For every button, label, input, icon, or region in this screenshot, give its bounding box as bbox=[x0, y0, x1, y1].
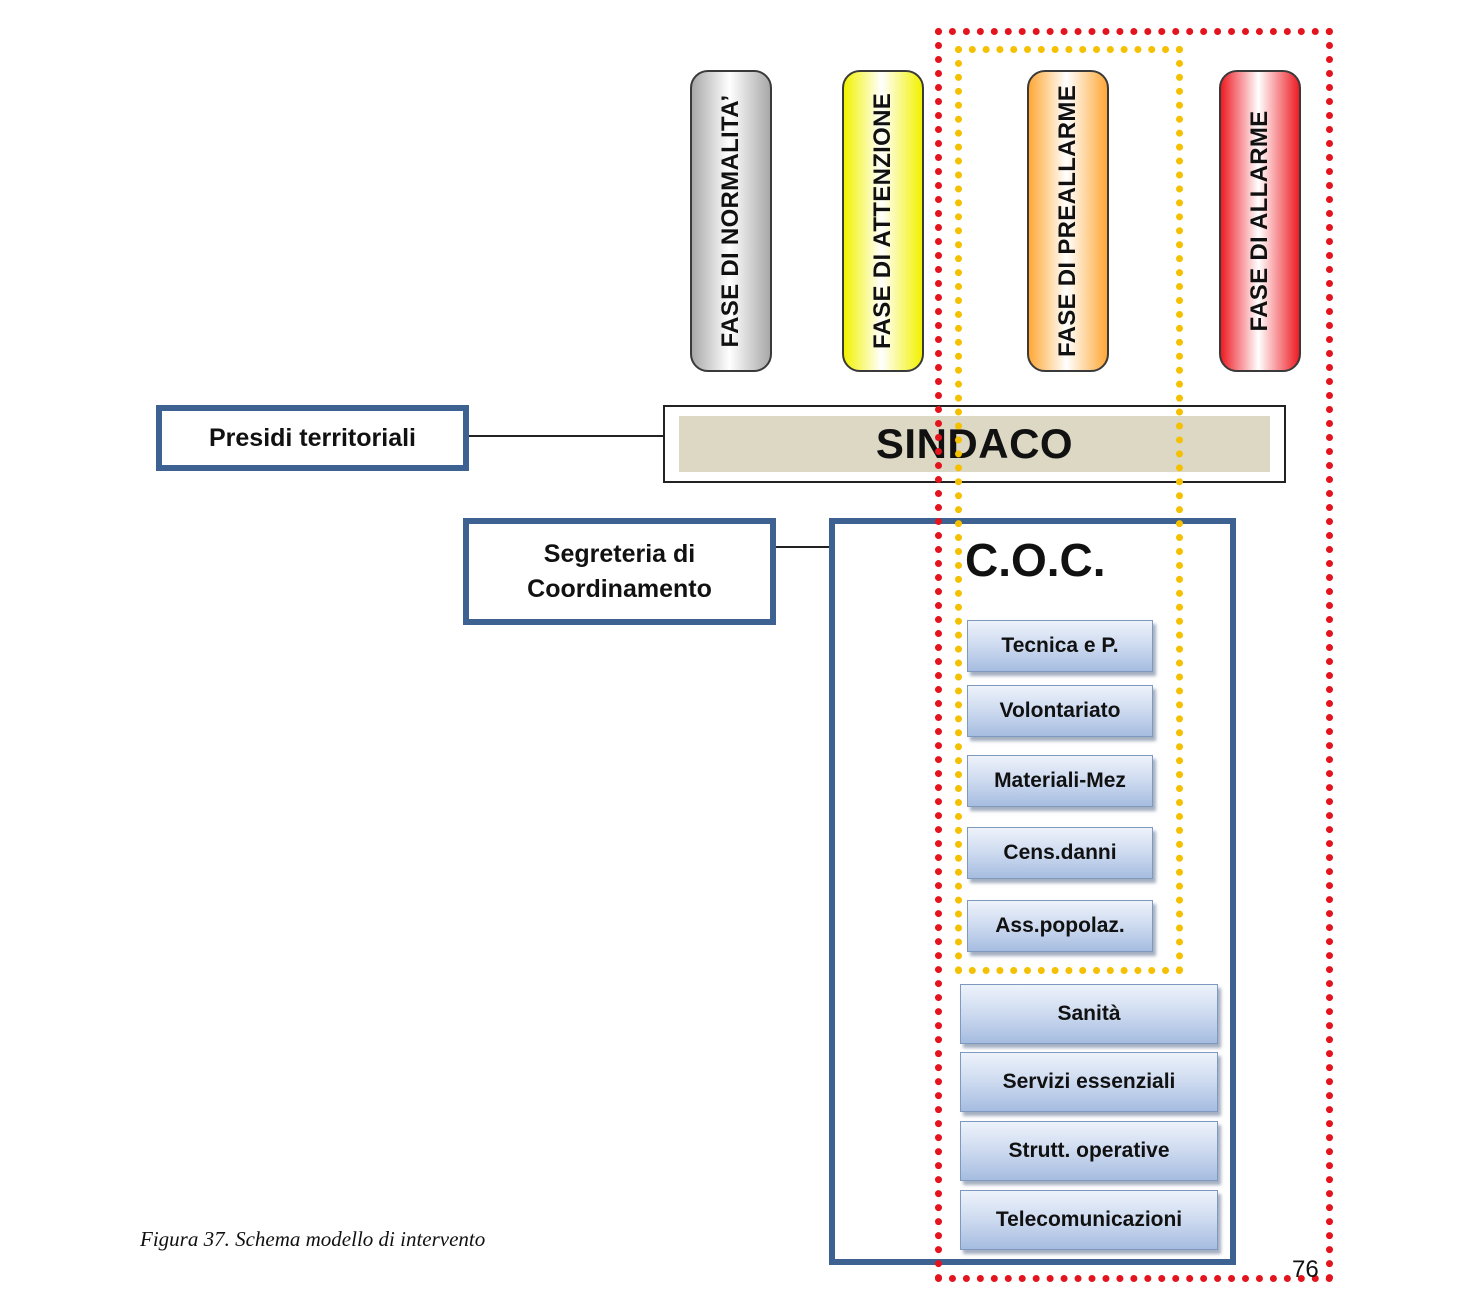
function-box-sanita: Sanità bbox=[960, 984, 1218, 1044]
coc-title: C.O.C. bbox=[965, 534, 1106, 586]
function-box-volontariato: Volontariato bbox=[967, 685, 1153, 737]
function-label: Servizi essenziali bbox=[1002, 1070, 1176, 1093]
function-label: Cens.danni bbox=[1003, 841, 1117, 864]
phase-allarme: FASE DI ALLARME bbox=[1219, 70, 1301, 372]
segreteria-coordinamento-box: Segreteria di Coordinamento bbox=[463, 518, 776, 625]
function-box-censimento-danni: Cens.danni bbox=[967, 827, 1153, 879]
phase-label: FASE DI NORMALITA’ bbox=[717, 94, 744, 348]
function-label: Materiali-Mez bbox=[994, 769, 1126, 792]
function-label: Strutt. operative bbox=[1008, 1139, 1170, 1162]
presidi-territoriali-box: Presidi territoriali bbox=[156, 405, 469, 471]
preallarme-phase-frame bbox=[955, 46, 1183, 974]
phase-label: FASE DI ATTENZIONE bbox=[869, 92, 896, 350]
allarme-phase-frame bbox=[935, 28, 1333, 1282]
function-box-servizi-essenziali: Servizi essenziali bbox=[960, 1052, 1218, 1112]
function-box-telecomunicazioni: Telecomunicazioni bbox=[960, 1190, 1218, 1250]
function-label: Sanità bbox=[1057, 1002, 1121, 1025]
function-label: Telecomunicazioni bbox=[995, 1208, 1183, 1231]
phase-attenzione: FASE DI ATTENZIONE bbox=[842, 70, 924, 372]
page-number: 76 bbox=[1292, 1256, 1319, 1283]
segreteria-label-line1: Segreteria di bbox=[543, 539, 696, 568]
function-label: Ass.popolaz. bbox=[995, 914, 1125, 937]
segreteria-label-line2: Coordinamento bbox=[527, 574, 712, 603]
figure-caption: Figura 37. Schema modello di intervento bbox=[140, 1227, 486, 1251]
function-box-strutture-operative: Strutt. operative bbox=[960, 1121, 1218, 1181]
function-box-materiali: Materiali-Mez bbox=[967, 755, 1153, 807]
function-label: Volontariato bbox=[999, 699, 1121, 722]
function-label: Tecnica e P. bbox=[1001, 634, 1119, 657]
phase-normalita: FASE DI NORMALITA’ bbox=[690, 70, 772, 372]
presidi-label: Presidi territoriali bbox=[208, 423, 417, 452]
segreteria-connector bbox=[776, 546, 831, 548]
sindaco-label: SINDACO bbox=[679, 416, 1270, 472]
coc-container bbox=[829, 518, 1236, 1265]
presidi-connector bbox=[469, 435, 664, 437]
function-box-tecnica: Tecnica e P. bbox=[967, 620, 1153, 672]
phase-preallarme: FASE DI PREALLARME bbox=[1027, 70, 1109, 372]
function-box-assistenza-popolazione: Ass.popolaz. bbox=[967, 900, 1153, 952]
